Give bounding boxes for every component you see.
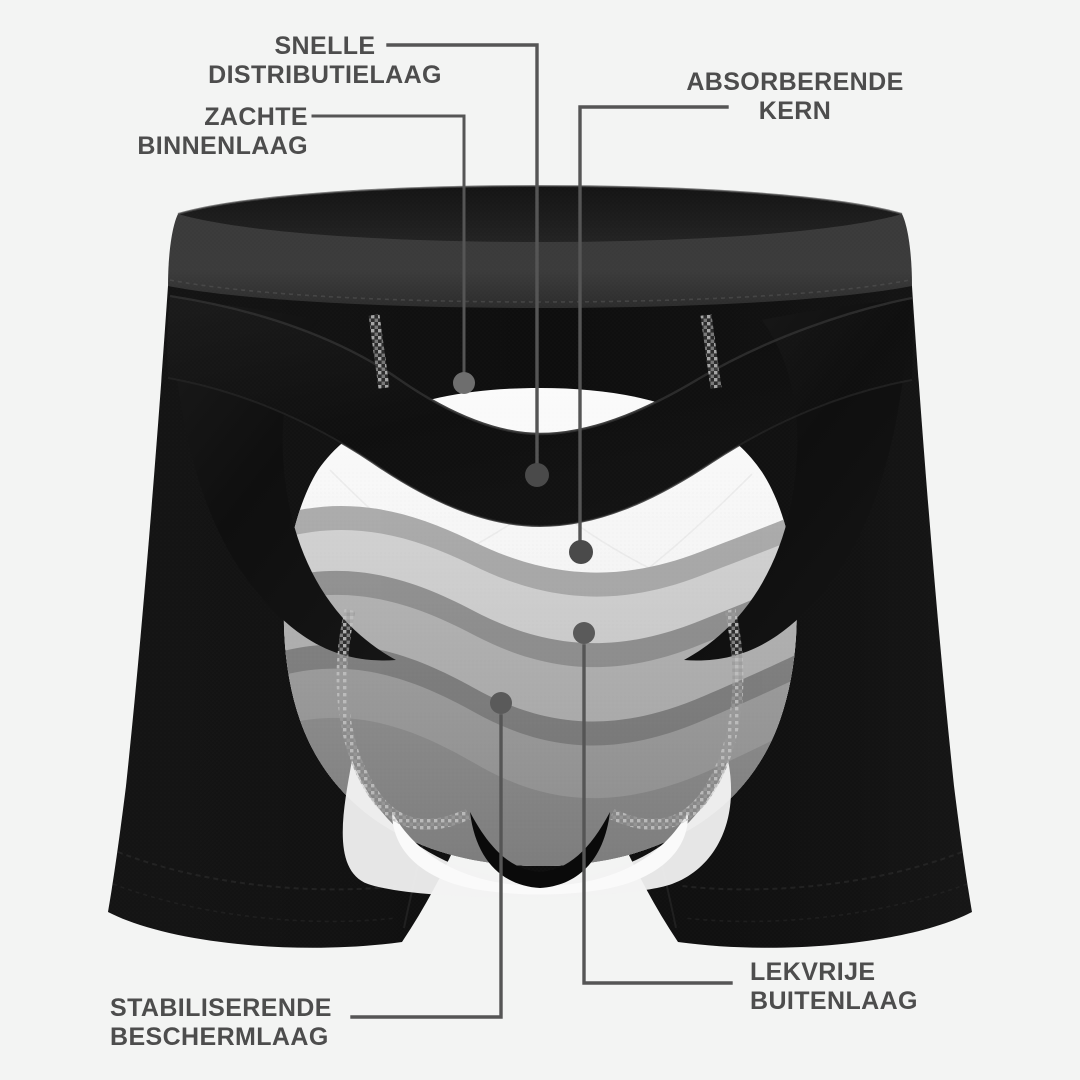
leg-hem-stitching xyxy=(112,851,968,923)
dot-lekvrije-buitenlaag xyxy=(573,622,595,644)
label-absorberende-kern: ABSORBERENDE KERN xyxy=(686,68,904,125)
waistband-shape xyxy=(168,184,912,308)
leader-stabiliserende-beschermlaag xyxy=(350,714,503,1019)
gusset-stitch-right xyxy=(609,608,744,830)
leader-snelle-distributielaag xyxy=(386,43,539,464)
leader-zachte-binnenlaag xyxy=(311,114,466,374)
label-snelle-distributielaag: SNELLE DISTRIBUTIELAAG xyxy=(208,32,442,89)
crotch-gusset xyxy=(470,812,610,888)
dot-stabiliserende-beschermlaag xyxy=(490,692,512,714)
pocket-stitch-left xyxy=(368,314,390,389)
leader-lekvrije-buitenlaag xyxy=(582,644,733,985)
leader-absorberende-kern xyxy=(578,105,729,542)
dot-absorberende-kern xyxy=(569,540,593,564)
leader-endpoint-dots xyxy=(453,372,595,714)
dot-zachte-binnenlaag xyxy=(453,372,475,394)
pocket-stitch-right xyxy=(700,314,722,389)
label-lekvrije-buitenlaag: LEKVRIJE BUITENLAAG xyxy=(750,958,918,1015)
inner-lining-bottom-peek xyxy=(342,760,732,898)
label-stabiliserende-beschermlaag: STABILISERENDE BESCHERMLAAG xyxy=(110,994,332,1051)
label-zachte-binnenlaag: ZACHTE BINNENLAAG xyxy=(137,103,308,160)
gusset-stitch-left xyxy=(336,608,471,830)
dot-snelle-distributielaag xyxy=(525,463,549,487)
